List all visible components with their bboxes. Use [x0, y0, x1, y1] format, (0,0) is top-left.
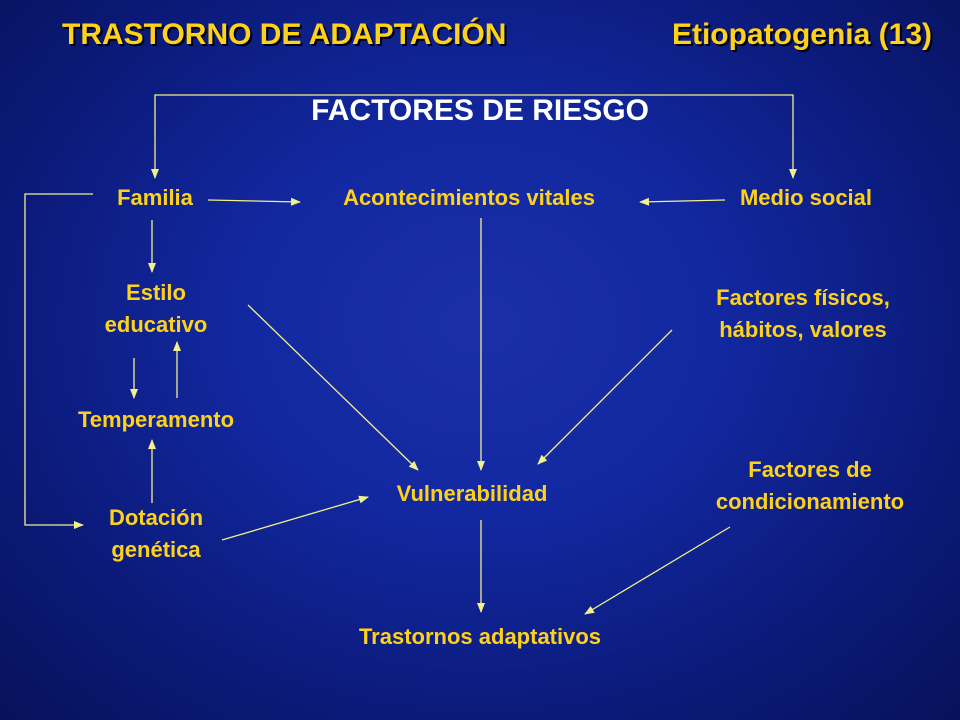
node-dotacion-line1: Dotación	[108, 505, 204, 530]
node-estilo-line1: Estilo	[126, 280, 186, 305]
arrow-bracket-familia	[151, 94, 478, 179]
node-temperamento: Temperamento	[77, 407, 235, 432]
slide-title-row: TRASTORNO DE ADAPTACIÓN Etiopatogenia (1…	[0, 18, 960, 62]
node-acontecimientos-vitales: Acontecimientos vitales	[343, 185, 595, 210]
node-trastornos-adaptativos: Trastornos adaptativos	[358, 624, 602, 649]
arrow-familia-dotacion	[24, 193, 93, 529]
node-condicionamiento-line1: Factores de	[748, 457, 872, 482]
diagram-heading: FACTORES DE RIESGO	[311, 94, 649, 127]
node-factores-condicionamiento: Factores de condicionamiento	[716, 454, 904, 518]
arrow-estilo-vulnerabilidad	[247, 304, 419, 471]
arrow-condicionamiento-trastornos	[584, 526, 731, 615]
slide-title: TRASTORNO DE ADAPTACIÓN	[62, 18, 507, 51]
node-vulnerabilidad: Vulnerabilidad	[396, 481, 548, 506]
node-factores-fisicos-line2: hábitos, valores	[719, 317, 887, 342]
arrow-familia-acontecimientos	[207, 197, 301, 206]
arrow-dotacion-vulnerabilidad	[221, 495, 369, 541]
node-dotacion-genetica: Dotación genética	[109, 502, 203, 566]
node-estilo-educativo: Estilo educativo	[105, 277, 208, 341]
node-medio-social: Medio social	[739, 185, 873, 210]
arrow-medio-acontecimientos	[639, 197, 726, 206]
node-estilo-line2: educativo	[104, 312, 208, 337]
node-factores-fisicos: Factores físicos, hábitos, valores	[716, 282, 890, 346]
node-condicionamiento-line2: condicionamiento	[715, 489, 905, 514]
arrow-fisicos-vulnerabilidad	[537, 329, 673, 465]
node-familia: Familia	[117, 185, 193, 210]
slide-subtitle: Etiopatogenia (13)	[671, 18, 932, 51]
node-dotacion-line2: genética	[111, 537, 201, 562]
node-factores-fisicos-line1: Factores físicos,	[716, 285, 890, 310]
arrow-bracket-medio-social	[478, 94, 797, 179]
